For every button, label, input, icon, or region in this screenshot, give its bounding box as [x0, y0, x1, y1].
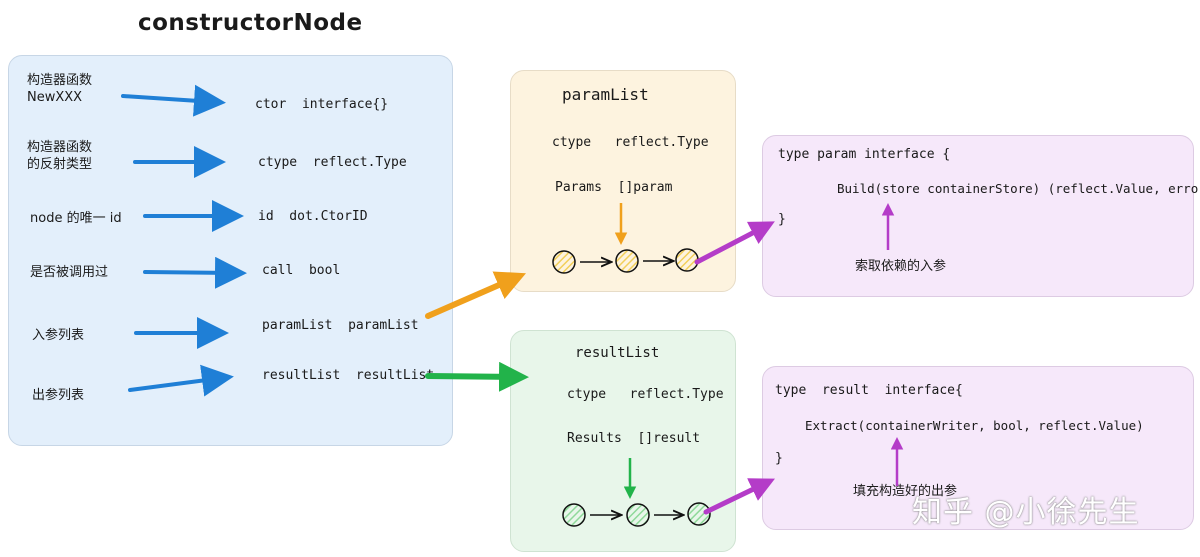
orange-arrow	[425, 271, 526, 319]
param-interface-box	[762, 135, 1194, 297]
field-ctor: ctor interface{}	[255, 97, 389, 112]
param-list-title: paramList	[562, 85, 649, 104]
row-label-ctype: 构造器函数 的反射类型	[27, 140, 93, 172]
param-iface-line1: type param interface {	[778, 147, 951, 162]
row-label-resultlist: 出参列表	[32, 388, 85, 403]
field-resultlist: resultList resultList	[262, 368, 435, 383]
row-label-paramlist: 入参列表	[32, 328, 85, 343]
result-list-ctype: ctype reflect.Type	[567, 387, 724, 402]
result-iface-close: }	[775, 451, 783, 466]
result-interface-box	[762, 366, 1194, 530]
result-iface-line1: type result interface{	[775, 383, 963, 398]
result-list-title: resultList	[575, 345, 660, 361]
field-id: id dot.CtorID	[258, 209, 368, 224]
param-iface-close: }	[778, 212, 786, 227]
diagram-title: constructorNode	[138, 10, 363, 36]
purple-arrow-param	[694, 221, 775, 265]
watermark: 知乎 @小徐先生	[912, 495, 1140, 530]
param-list-params: Params []param	[555, 180, 673, 195]
result-list-results: Results []result	[567, 431, 701, 446]
result-dot-1	[562, 503, 586, 527]
blue-arrow-call	[143, 256, 247, 289]
result-iface-method: Extract(containerWriter, bool, reflect.V…	[805, 418, 1144, 433]
green-arrow	[425, 361, 529, 392]
param-iface-method: Build(store containerStore) (reflect.Val…	[837, 181, 1200, 196]
field-paramlist: paramList paramList	[262, 318, 419, 333]
result-iface-note: 填充构造好的出参	[853, 484, 958, 499]
param-list-ctype: ctype reflect.Type	[552, 135, 709, 150]
purple-arrow-result	[703, 478, 776, 515]
result-dot-2	[626, 503, 650, 527]
blue-arrow-resultlist	[128, 364, 234, 397]
row-label-ctor: 构造器函数 NewXXX	[27, 73, 93, 105]
param-dot-1	[552, 250, 576, 274]
result-dot-3	[687, 502, 711, 526]
row-label-id: node 的唯一 id	[30, 211, 122, 226]
blue-arrow-ctor	[121, 84, 226, 117]
field-ctype: ctype reflect.Type	[258, 155, 407, 170]
param-dot-3	[675, 248, 699, 272]
param-iface-note: 索取依赖的入参	[855, 259, 947, 274]
field-call: call bool	[262, 263, 341, 278]
param-dot-2	[615, 249, 639, 273]
row-label-call: 是否被调用过	[30, 265, 109, 280]
